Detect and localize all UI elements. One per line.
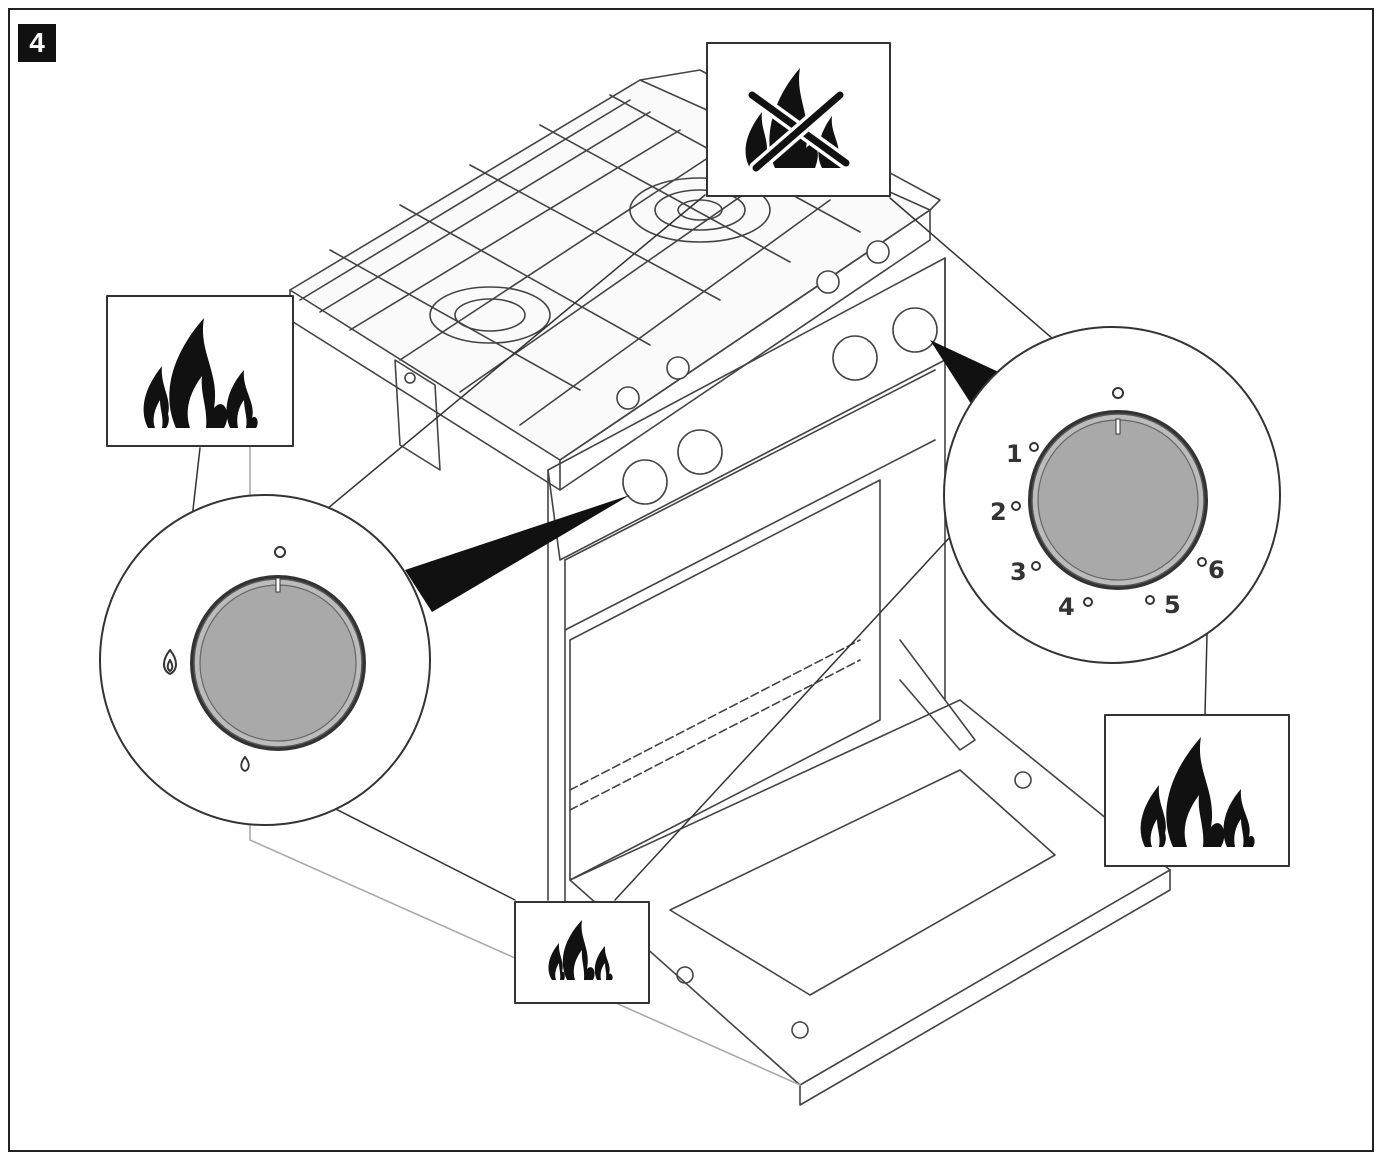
callout-box-max-flame-left [106,295,294,447]
dial-position-4: 4 [1058,593,1075,621]
callout-box-min-flame [514,901,650,1004]
small-flame-icon [240,756,250,772]
flame-crossed-out-icon [745,68,853,175]
callout-box-max-flame-right [1104,714,1290,867]
small-flame-icon [163,649,177,675]
callout-box-flame-off [706,42,891,197]
right-dial-magnifier: 1 2 3 4 5 6 [943,326,1281,664]
large-flame-icon [143,318,258,428]
dial-position-6: 6 [1208,556,1225,584]
right-dial-knob [1028,410,1208,590]
dial-position-5: 5 [1164,591,1181,619]
left-pointer-wedge [405,495,630,612]
dial-position-2: 2 [990,498,1007,526]
dial-position-3: 3 [1010,558,1027,586]
figure-frame [8,8,1374,1152]
large-flame-icon [1140,737,1255,847]
left-dial-off-mark [274,546,286,558]
left-dial-knob [190,575,366,751]
right-dial-off-mark [1112,387,1124,399]
small-flame-icon [548,920,613,980]
step-number-badge: 4 [18,24,56,62]
dial-position-1: 1 [1006,440,1023,468]
left-dial-magnifier [99,494,431,826]
